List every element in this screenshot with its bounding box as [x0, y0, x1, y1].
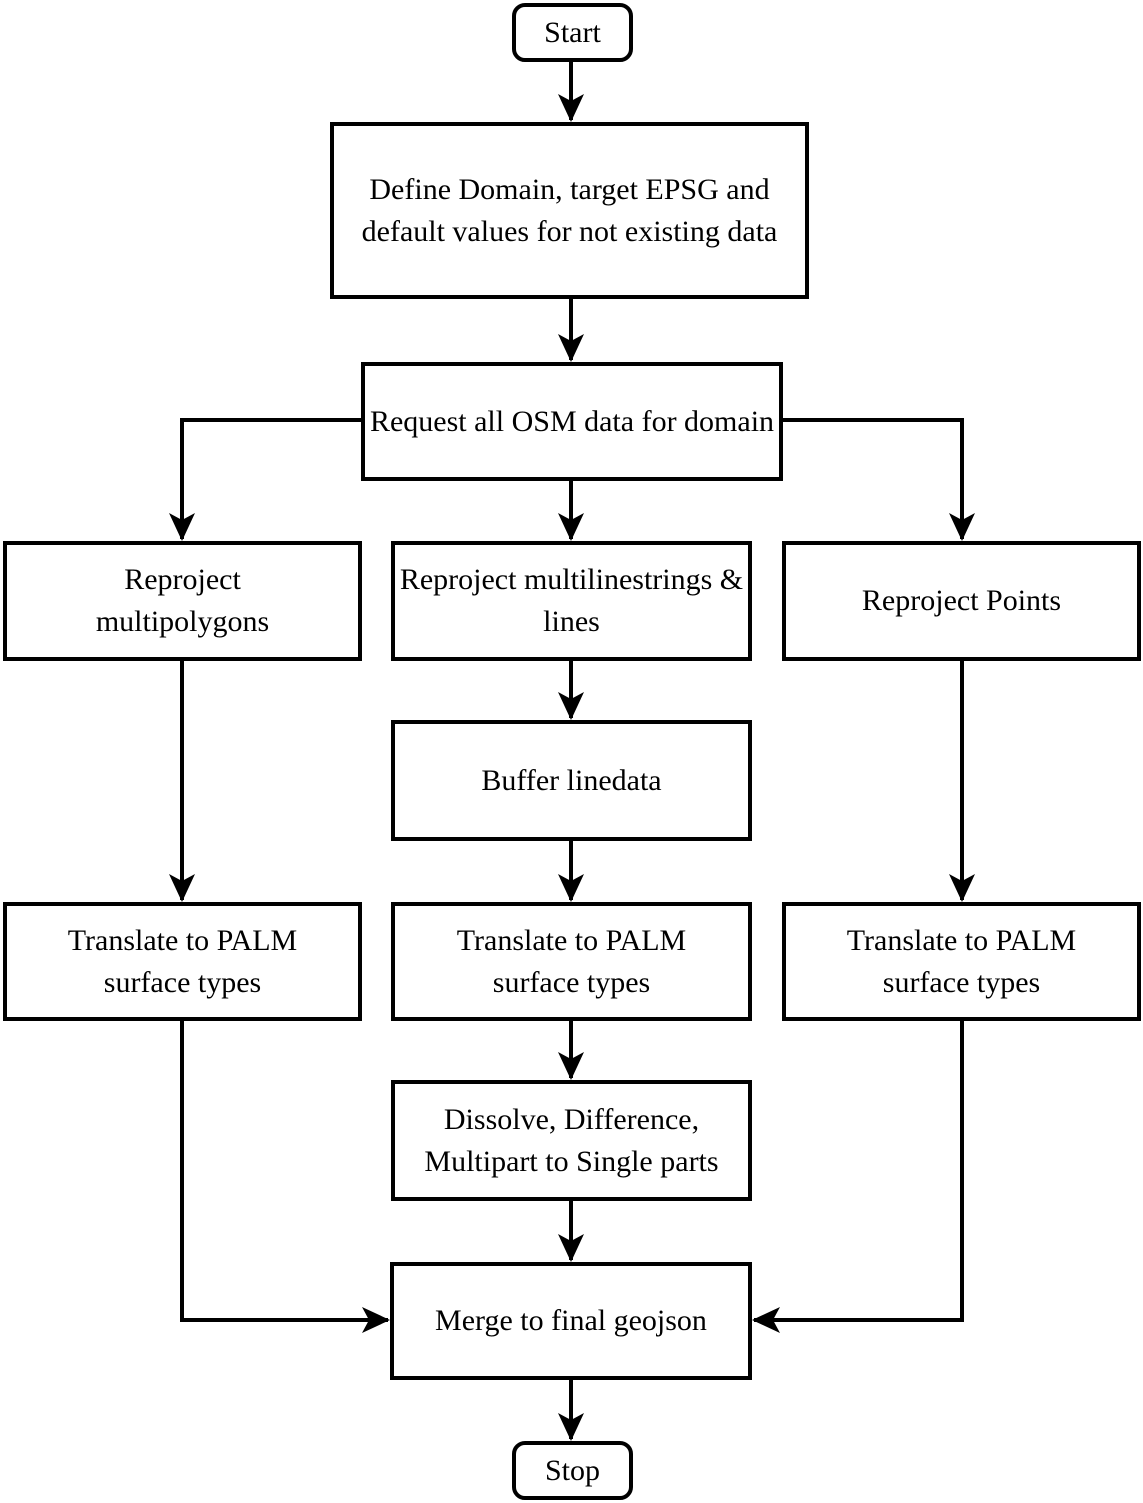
node-define-domain-label: Define Domain, target EPSG and default v…: [361, 172, 778, 248]
node-reproject-multilinestrings: Reproject multilinestrings & lines: [391, 541, 752, 661]
node-stop-label: Stop: [544, 1453, 601, 1487]
node-request-osm-data-label: Request all OSM data for domain: [369, 404, 775, 438]
node-translate-palm-left: Translate to PALM surface types: [3, 902, 362, 1021]
edge-request-reproject-points: [781, 418, 975, 541]
node-buffer-linedata-label: Buffer linedata: [481, 763, 662, 797]
node-translate-palm-middle: Translate to PALM surface types: [391, 902, 752, 1021]
node-dissolve-difference-multipart-label: Dissolve, Difference, Multipart to Singl…: [424, 1102, 719, 1178]
node-start-label: Start: [544, 15, 601, 49]
node-reproject-multipolygons-label: Reproject multipolygons: [95, 563, 270, 638]
node-stop: Stop: [512, 1441, 633, 1500]
node-translate-palm-right-label: Translate to PALM surface types: [846, 923, 1077, 999]
node-reproject-multipolygons: Reproject multipolygons: [3, 541, 362, 661]
node-start: Start: [512, 3, 633, 62]
edge-request-reproject-multipolygons: [169, 418, 363, 541]
node-reproject-multilinestrings-label: Reproject multilinestrings & lines: [399, 563, 744, 638]
node-merge-final-geojson: Merge to final geojson: [390, 1262, 752, 1380]
node-dissolve-difference-multipart: Dissolve, Difference, Multipart to Singl…: [391, 1080, 752, 1201]
node-define-domain: Define Domain, target EPSG and default v…: [330, 122, 809, 299]
edge-translate-left-merge: [180, 1021, 390, 1333]
node-translate-palm-left-label: Translate to PALM surface types: [67, 923, 298, 999]
node-reproject-points-label: Reproject Points: [861, 584, 1062, 617]
node-buffer-linedata: Buffer linedata: [391, 720, 752, 841]
node-request-osm-data: Request all OSM data for domain: [361, 362, 783, 481]
node-reproject-points: Reproject Points: [782, 541, 1141, 661]
node-merge-final-geojson-label: Merge to final geojson: [435, 1304, 707, 1337]
node-translate-palm-right: Translate to PALM surface types: [782, 902, 1141, 1021]
node-translate-palm-middle-label: Translate to PALM surface types: [456, 923, 687, 999]
edge-translate-right-merge: [752, 1021, 964, 1333]
